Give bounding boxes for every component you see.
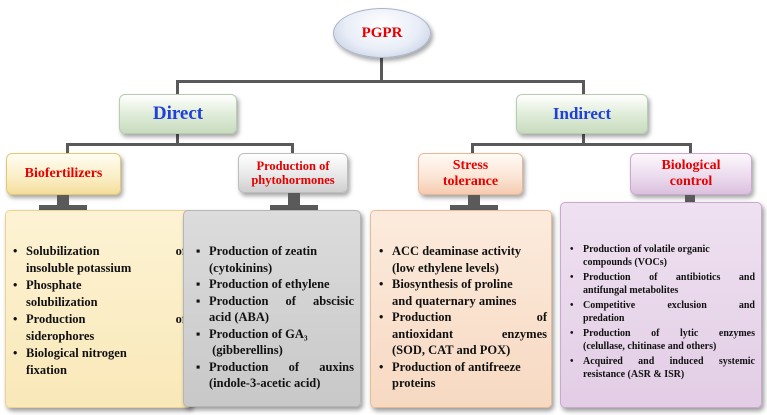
connector-control-stem xyxy=(689,143,692,153)
category-title-line: tolerance xyxy=(442,174,499,189)
stem-phyto-cap xyxy=(270,205,318,213)
connector-direct-stem xyxy=(176,80,179,94)
category-title-line: Stress xyxy=(452,157,489,173)
panel-stress-tolerance: •ACC deaminase activity(low ethylene lev… xyxy=(370,210,552,408)
list-item: ▪Production of auxins(indole-3-acetic ac… xyxy=(196,359,354,391)
category-stress-tolerance: Stress tolerance xyxy=(418,153,523,195)
stem-control xyxy=(685,195,695,203)
connector-indirect-bar xyxy=(471,143,692,146)
list-item: ▪Production of ethylene xyxy=(196,277,330,291)
branch-indirect: Indirect xyxy=(516,94,648,134)
stem-stress xyxy=(468,195,480,207)
root-label: PGPR xyxy=(361,24,403,41)
branch-indirect-label: Indirect xyxy=(552,104,612,123)
list-item: ▪Production of zeatin(cytokinins) xyxy=(196,244,318,275)
stem-biofertilizers xyxy=(57,195,69,207)
connector-indirect-down xyxy=(582,134,585,144)
category-biofertilizers: Biofertilizers xyxy=(6,153,121,195)
category-title-line: Biological xyxy=(661,157,721,173)
connector-biofert-stem xyxy=(66,143,69,153)
category-title-line: phytohormones xyxy=(251,173,335,187)
connector-root-stem xyxy=(380,58,383,82)
category-phytohormones: Production of phytohormones xyxy=(238,153,348,193)
category-biological-control: Biological control xyxy=(630,153,752,195)
branch-direct: Direct xyxy=(119,94,237,134)
root-node-pgpr: PGPR xyxy=(333,8,431,58)
connector-phyto-stem xyxy=(291,143,294,153)
stem-biofertilizers-cap xyxy=(39,205,87,213)
connector-direct-down xyxy=(176,134,179,144)
panel-phytohormones: ▪Production of zeatin(cytokinins) ▪Produ… xyxy=(183,210,361,407)
category-title-line: Production of xyxy=(256,158,330,173)
connector-stress-stem xyxy=(471,143,474,153)
connector-indirect-stem xyxy=(582,80,585,94)
connector-top-bar xyxy=(176,80,585,83)
list-item: •ACC deaminase activity(low ethylene lev… xyxy=(379,244,522,275)
list-item: •Production of lytic enzymes(celullase, … xyxy=(570,328,755,352)
category-title-line: Biofertilizers xyxy=(24,165,103,181)
connector-direct-bar xyxy=(66,143,294,146)
stem-phyto xyxy=(288,193,300,207)
branch-direct-label: Direct xyxy=(152,103,204,124)
list-item: ▪Production of GA₃ (gibberellins) xyxy=(196,326,308,358)
category-title-line: control xyxy=(669,174,713,189)
stem-stress-cap xyxy=(450,205,498,213)
